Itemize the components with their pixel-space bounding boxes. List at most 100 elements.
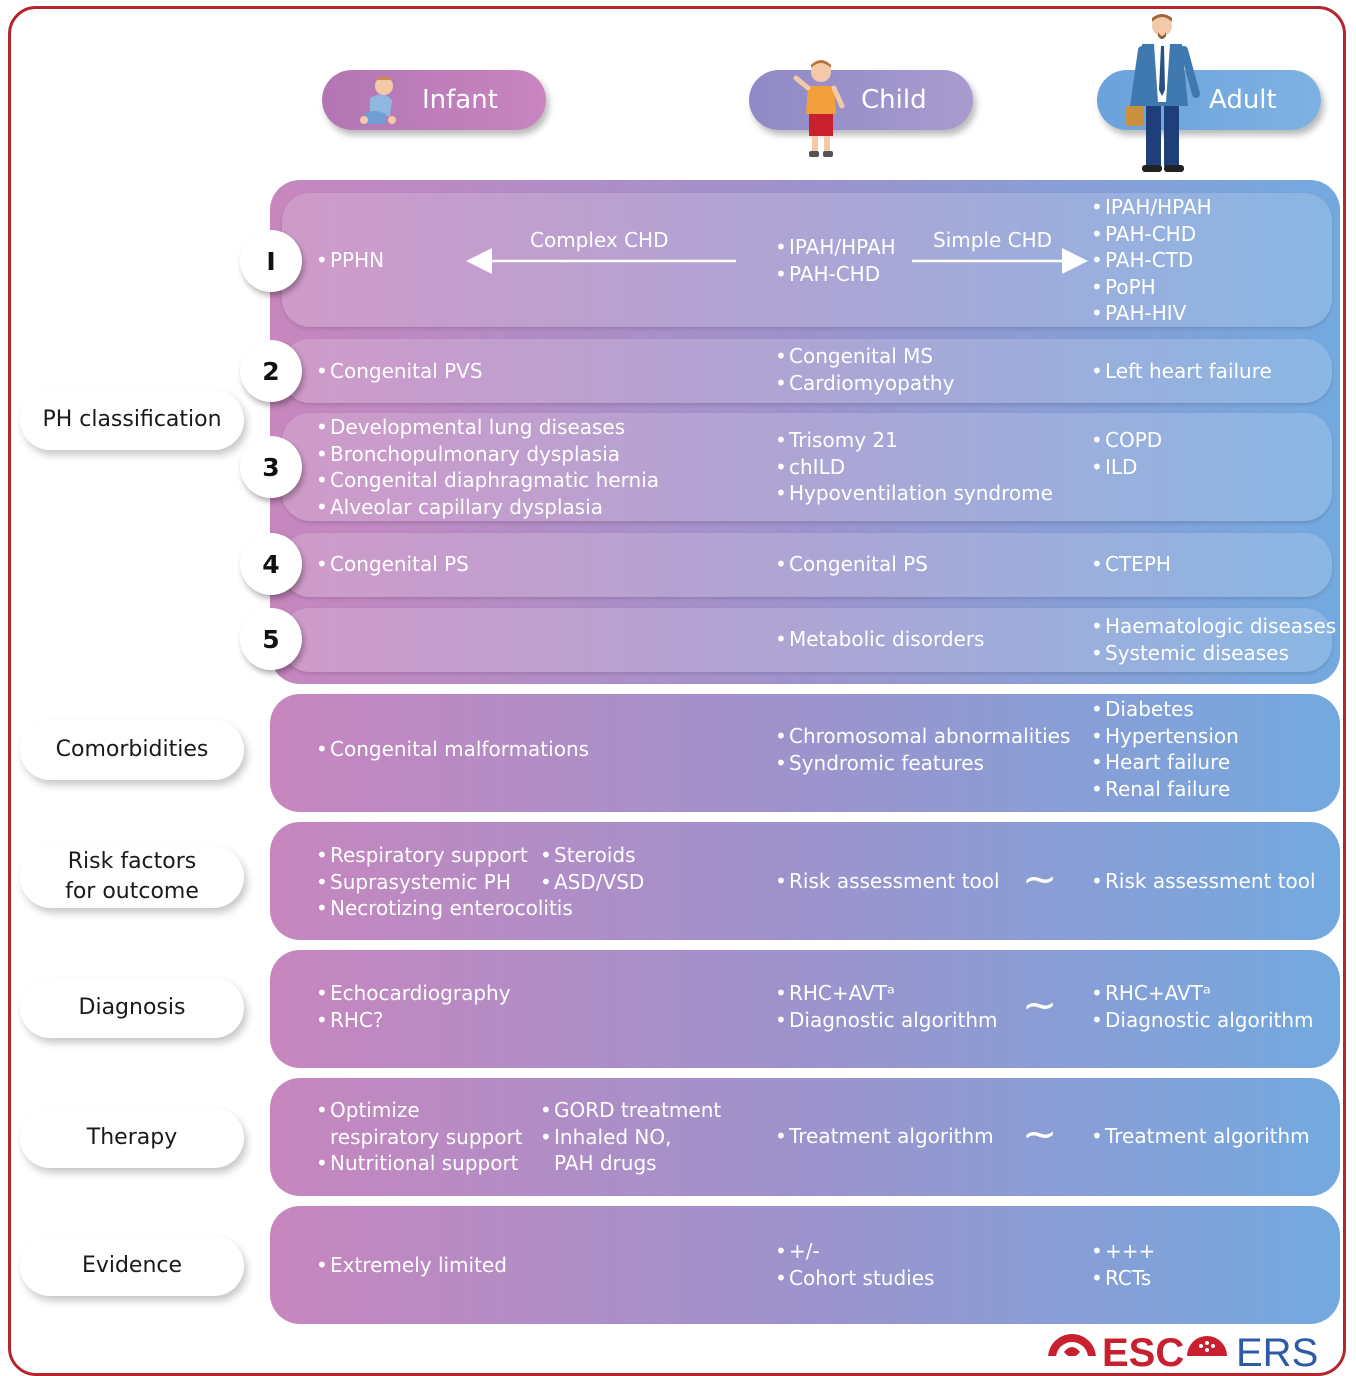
risk-infant-list-a: •Respiratory support •Suprasystemic PH •… [316,842,573,922]
classification-row-3 [282,413,1332,521]
comorbidities-infant-list: •Congenital malformations [316,736,589,763]
list-item-text: Extremely limited [330,1253,507,1277]
list-item-text: IPAH/HPAH [789,235,896,259]
g1-adult-list: •IPAH/HPAH •PAH-CHD •PAH-CTD •PoPH •PAH-… [1091,194,1212,327]
therapy-child-list: •Treatment algorithm [775,1123,994,1150]
list-item: •Diagnostic algorithm [775,1007,998,1032]
label-ph-classification-text: PH classification [42,407,222,432]
list-item-text: ILD [1105,454,1138,479]
g5-adult-list: •Haematologic diseases •Systemic disease… [1091,613,1336,666]
list-item: •Chromosomal abnormalities [775,724,1071,748]
list-item: •Treatment algorithm [1091,1124,1310,1148]
list-item: •Hypoventilation syndrome [775,481,1053,505]
label-comorbidities-text: Comorbidities [55,737,209,762]
list-item-text: Hypoventilation syndrome [789,481,1053,505]
label-ph-classification: PH classification [20,390,244,450]
list-item: •PAH-CHD [1091,221,1197,246]
header-infant-label: Infant [422,85,498,115]
diagnosis-child-list: •RHC+AVTᵃ •Diagnostic algorithm [775,980,998,1033]
label-risk-line1: Risk factors [67,849,197,874]
list-item-text: PPHN [330,248,385,272]
evidence-band [270,1206,1340,1324]
g3-infant-list: •Developmental lung diseases •Bronchopul… [316,414,659,520]
list-item: •Hypertension [1091,723,1239,748]
group-number-2-text: 2 [262,356,280,386]
list-item-text: Optimize [330,1098,420,1122]
list-item: •Necrotizing enterocolitis [316,896,573,920]
list-item: •Renal failure [1091,776,1231,801]
esc-logo-text: ESC [1102,1331,1185,1375]
classification-row-4 [282,533,1332,597]
list-item-text: Risk assessment tool [1105,869,1316,893]
list-item: •Congenital diaphragmatic hernia [316,468,660,492]
group-number-5: 5 [240,608,302,670]
list-item-text: Diabetes [1105,697,1194,721]
list-item-text: IPAH/HPAH [1105,195,1212,219]
risk-approx-symbol: ~ [1022,854,1058,903]
classification-row-1 [282,193,1332,327]
list-item: •+/- [775,1239,820,1263]
list-item-text: Bronchopulmonary dysplasia [330,441,621,466]
list-item-text: Congenital diaphragmatic hernia [330,468,660,492]
risk-child-list: •Risk assessment tool [775,868,1000,895]
list-item: •Optimize [316,1098,420,1122]
child-figure-icon [793,60,845,157]
list-item: •PAH-CTD [1091,248,1194,272]
g2-infant-list: •Congenital PVS [316,358,483,385]
list-item: •Extremely limited [316,1253,507,1277]
classification-band [270,180,1340,684]
comorbidities-adult-list: •Diabetes •Hypertension •Heart failure •… [1091,696,1239,802]
list-item: •Suprasystemic PH [316,869,511,894]
list-item-text: Congenital PVS [330,359,483,383]
list-item: •Inhaled NO, [540,1124,672,1149]
list-item-text: PAH-CTD [1105,248,1194,272]
esc-logo-icon [1048,1334,1096,1356]
risk-adult-list: •Risk assessment tool [1091,868,1316,895]
list-item-text: RHC+AVTᵃ [1105,981,1211,1005]
therapy-adult-list: •Treatment algorithm [1091,1123,1310,1150]
list-item-text: Respiratory support [330,843,528,867]
label-evidence-text: Evidence [81,1253,183,1278]
list-item-text: PoPH [1105,274,1156,299]
therapy-band [270,1078,1340,1196]
list-item-text: Diagnostic algorithm [1105,1007,1314,1032]
list-item-text: CTEPH [1105,552,1171,576]
list-item: •Congenital PS [316,552,469,576]
list-item: •IPAH/HPAH [1091,195,1212,219]
list-item: •Congenital MS [775,344,934,368]
simple-chd-arrow-icon [912,248,1088,274]
list-item: •RCTs [1091,1265,1152,1290]
group-number-4: 4 [240,533,302,595]
therapy-infant-list-b: •GORD treatment •Inhaled NO, PAH drugs [540,1097,721,1177]
list-item-text: Chromosomal abnormalities [789,724,1071,748]
diagnosis-band [270,950,1340,1068]
ers-logo-text: ERS [1236,1331,1319,1375]
list-item-text: RCTs [1105,1265,1152,1290]
list-item-text: PAH-HIV [1105,301,1187,325]
risk-infant-list-b: •Steroids •ASD/VSD [540,842,644,895]
classification-row-5 [282,608,1332,672]
list-item-text: Congenital PS [330,552,469,576]
header-child-label: Child [861,85,927,115]
comorbidities-band [270,694,1340,812]
list-item: •COPD [1091,428,1163,452]
list-item: •PPHN [316,248,385,272]
g4-infant-list: •Congenital PS [316,551,469,578]
list-item-text: Congenital malformations [330,737,590,761]
list-item-text: +/- [789,1239,820,1263]
g1-child-list: •IPAH/HPAH •PAH-CHD [775,234,896,287]
list-item-text: Left heart failure [1105,359,1272,383]
list-item: •Risk assessment tool [1091,869,1316,893]
list-item: •IPAH/HPAH [775,235,896,259]
list-item: •Syndromic features [775,750,984,775]
list-item-text: Metabolic disorders [789,627,985,651]
list-item-text: Hypertension [1105,723,1239,748]
complex-chd-label: Complex CHD [530,228,669,252]
list-item-text: Nutritional support [330,1151,519,1175]
list-item: •Risk assessment tool [775,869,1000,893]
list-item: •Left heart failure [1091,359,1272,383]
group-number-3-text: 3 [262,452,280,482]
list-item: •Metabolic disorders [775,627,985,651]
list-item-text: Trisomy 21 [789,428,898,452]
risk-band [270,822,1340,940]
